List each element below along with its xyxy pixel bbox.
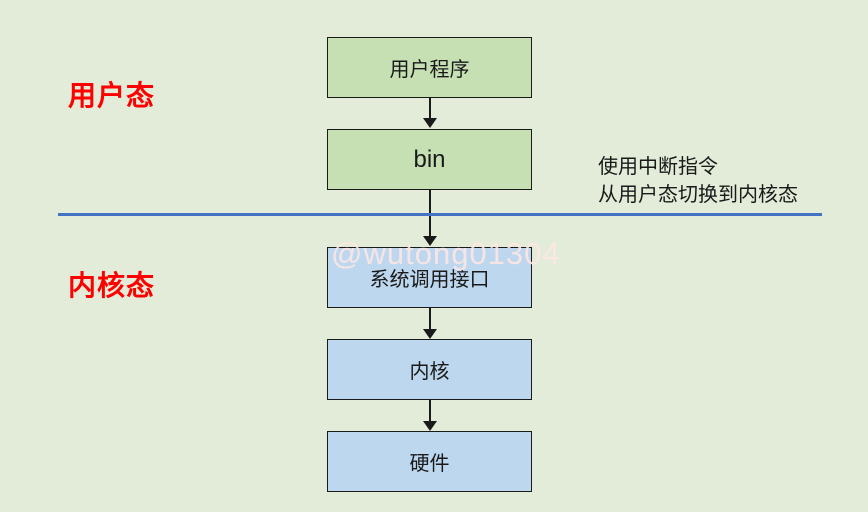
node-user-program: 用户程序 bbox=[327, 37, 532, 98]
kernel-mode-label: 内核态 bbox=[68, 270, 156, 301]
annotation-line-1: 使用中断指令 bbox=[598, 156, 718, 178]
arrow-head-icon bbox=[423, 329, 437, 339]
watermark-text: @wutong01304 bbox=[331, 236, 561, 271]
arrow-kernel-to-hardware bbox=[422, 400, 438, 431]
user-mode-label: 用户态 bbox=[68, 80, 156, 111]
arrow-user-program-to-bin bbox=[422, 98, 438, 128]
node-kernel: 内核 bbox=[327, 339, 532, 400]
arrow-shaft bbox=[429, 98, 431, 120]
arrow-shaft bbox=[429, 308, 431, 331]
arrow-head-icon bbox=[423, 236, 437, 246]
arrow-shaft bbox=[429, 400, 431, 423]
arrow-syscall-interface-to-kernel bbox=[422, 308, 438, 339]
arrow-head-icon bbox=[423, 118, 437, 128]
node-bin: bin bbox=[327, 129, 532, 190]
divider-annotation: 使用中断指令 从用户态切换到内核态 bbox=[598, 153, 798, 209]
annotation-line-2: 从用户态切换到内核态 bbox=[598, 184, 798, 206]
node-syscall-interface: 系统调用接口 bbox=[327, 247, 532, 308]
arrow-head-icon bbox=[423, 421, 437, 431]
node-hardware: 硬件 bbox=[327, 431, 532, 492]
mode-divider-line bbox=[58, 213, 822, 216]
